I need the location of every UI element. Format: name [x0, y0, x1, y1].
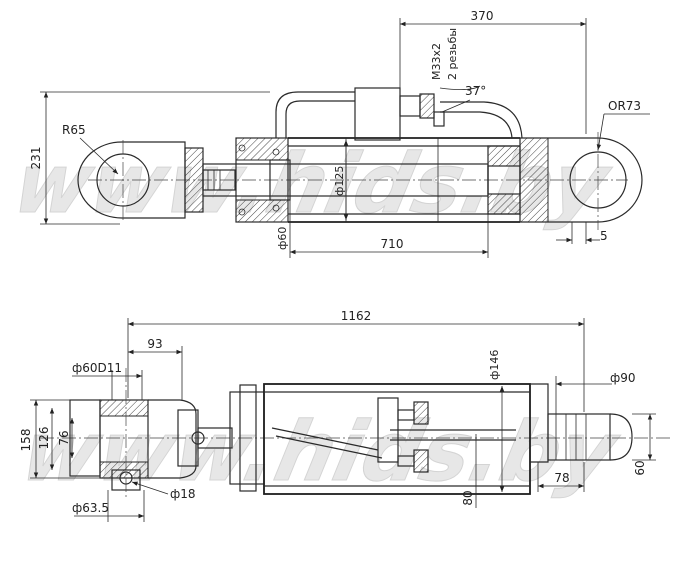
thread-count: 2 резьбы: [446, 28, 459, 80]
thread-spec: M33x2: [430, 43, 443, 80]
dim-18: ф18: [170, 487, 196, 501]
dim-158: 158: [19, 429, 33, 452]
gland-head: [235, 137, 291, 223]
dim-93: 93: [147, 337, 162, 351]
dim-126: 126: [37, 427, 51, 450]
dim-5: 5: [600, 229, 608, 243]
hydraulic-pipe: [275, 91, 523, 139]
port-block: [354, 87, 445, 141]
dim-angle: 37°: [465, 84, 486, 98]
dim-80: 80: [461, 490, 475, 505]
dim-146: ф146: [488, 350, 501, 380]
top-view: 370 231 R65 M33x2 2 резьбы 37° OR73 ф125: [29, 9, 650, 258]
cylinder-eye-end: [530, 383, 633, 463]
dim-78: 78: [554, 471, 569, 485]
barrel-bottom: [229, 383, 531, 495]
dim-60d11: ф60D11: [72, 361, 122, 375]
rod-bottom: [197, 427, 233, 449]
dim-r65: R65: [62, 123, 86, 137]
dim-90: ф90: [610, 371, 636, 385]
top-dimensions: 370 231 R65 M33x2 2 резьбы 37° OR73 ф125: [29, 9, 650, 258]
dim-76: 76: [57, 430, 71, 445]
dim-60: ф60: [276, 227, 289, 250]
dim-710: 710: [381, 237, 404, 251]
dim-60-right: 60: [633, 460, 647, 475]
dim-or73: OR73: [608, 99, 641, 113]
dim-370: 370: [471, 9, 494, 23]
bottom-dimensions: 1162 93 ф60D11 158 126 76 ф18: [19, 309, 656, 522]
clevis-end: [69, 368, 205, 500]
bottom-view: 1162 93 ф60D11 158 126 76 ф18: [19, 309, 670, 522]
dim-63-5: ф63.5: [72, 501, 109, 515]
dim-125: ф125: [333, 166, 346, 196]
dim-231: 231: [29, 147, 43, 170]
dim-1162: 1162: [341, 309, 372, 323]
watermark-bottom: www.hids.by: [14, 404, 628, 500]
barrel-eye: [519, 132, 643, 230]
